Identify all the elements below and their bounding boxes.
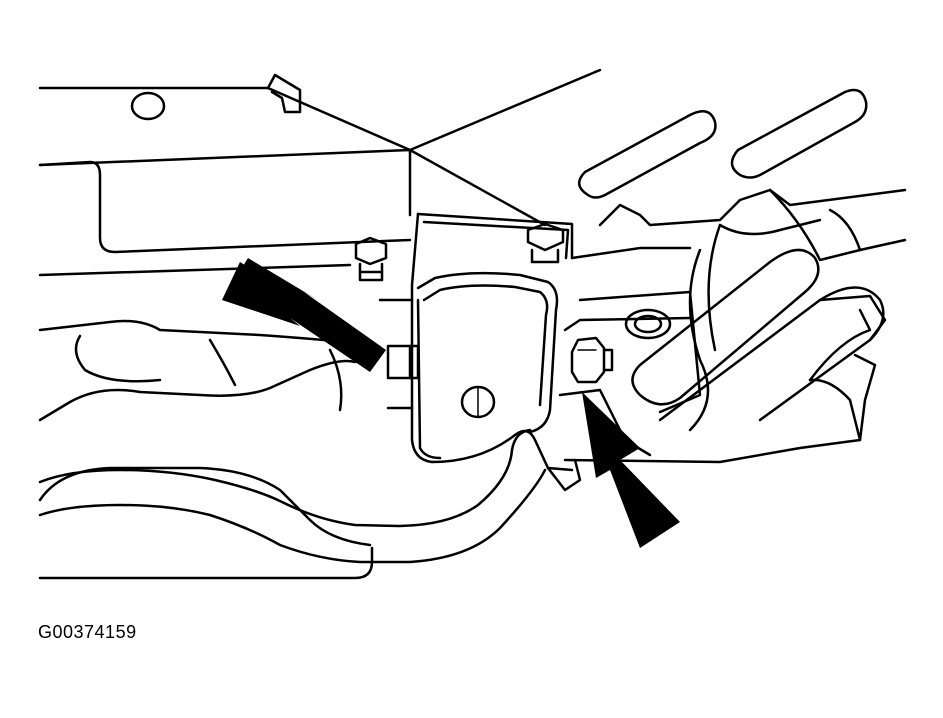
mount-bracket-nut-right [570,336,614,384]
left-arrow [222,258,386,372]
mount-bracket [378,212,574,472]
frame-rail [38,428,582,564]
hoses [570,88,907,432]
bolt-upper-right [526,222,565,264]
right-housing [558,290,887,464]
left-frame [38,263,377,580]
right-arrow [582,392,680,548]
mount-bracket-nut-left [386,344,420,380]
figure-id-label: G00374159 [38,622,137,642]
bolt-upper-left [354,236,388,282]
upper-housing [38,68,602,254]
